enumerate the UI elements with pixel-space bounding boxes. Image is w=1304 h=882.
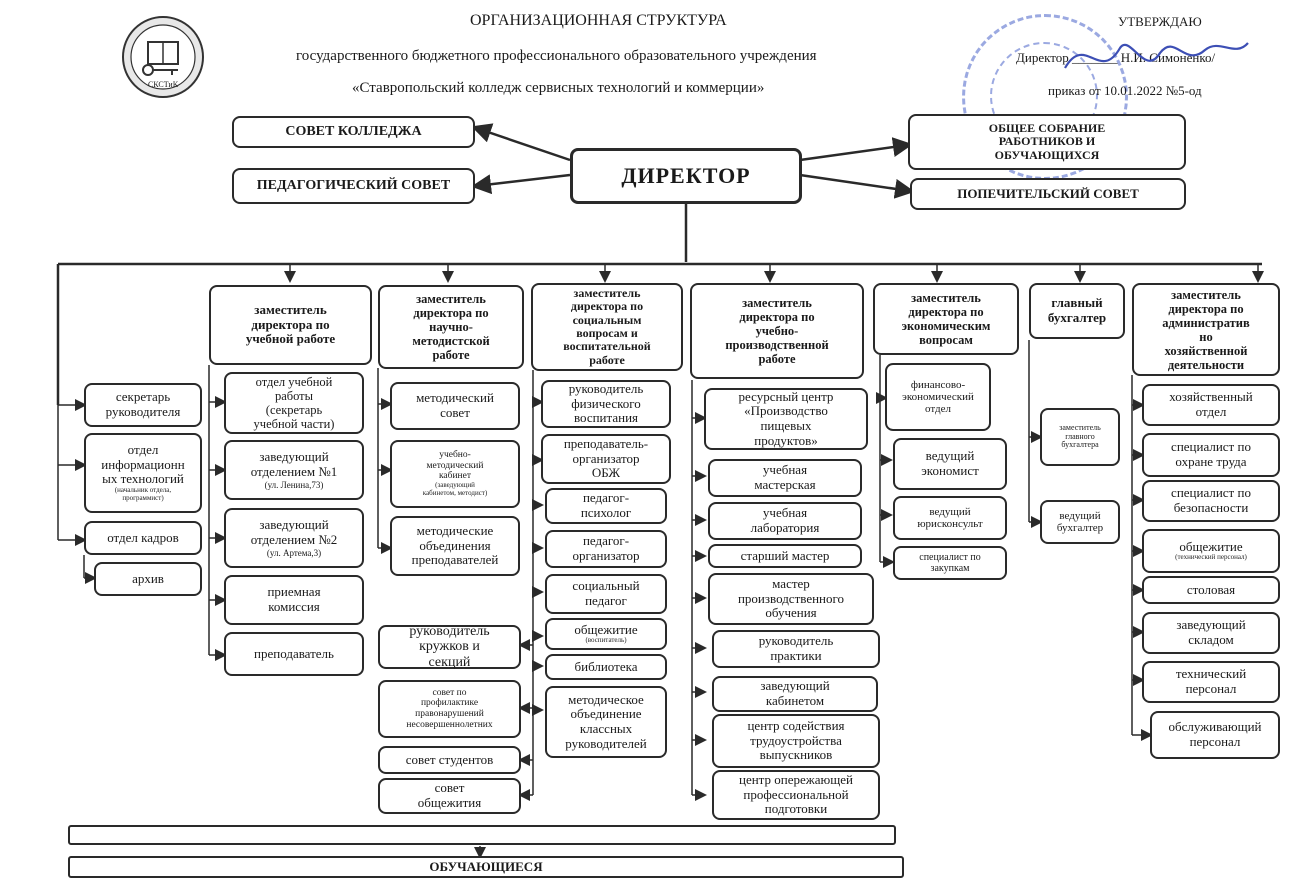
- procurement-specialist-box: специалист по закупкам: [893, 546, 1007, 580]
- department-head-2-label: заведующий отделением №2: [250, 517, 338, 547]
- college-logo: СКСТиК: [120, 14, 206, 100]
- leading-accountant-box: ведущий бухгалтер: [1040, 500, 1120, 544]
- warehouse-head-box: заведующий складом: [1142, 612, 1280, 654]
- department-head-2-box: заведующий отделением №2 (ул. Артема,3): [224, 508, 364, 568]
- methodical-cabinet-box: учебно- методический кабинет (заведующий…: [390, 440, 520, 508]
- library-box: библиотека: [545, 654, 667, 680]
- service-staff-box: обслуживающий персонал: [1150, 711, 1280, 759]
- methodical-associations-box: методические объединения преподавателей: [390, 516, 520, 576]
- advanced-training-center-box: центр опережающей профессиональной подго…: [712, 770, 880, 820]
- leading-economist-box: ведущий экономист: [893, 438, 1007, 490]
- pe-leader-box: руководитель физического воспитания: [541, 380, 671, 428]
- class-teachers-association-box: методическое объединение классных руково…: [545, 686, 667, 758]
- arrow-general-meeting: [799, 137, 913, 162]
- dormitory-council-box: совет общежития: [378, 778, 521, 814]
- technical-staff-box: технический персонал: [1142, 661, 1280, 703]
- approval-title: УТВЕРЖДАЮ: [1118, 14, 1202, 29]
- obzh-teacher-box: преподаватель- организатор ОБЖ: [541, 434, 671, 484]
- dormitory-label: общежитие: [574, 621, 638, 637]
- department-head-1-note: (ул. Ленина,73): [264, 479, 324, 490]
- clubs-leader-box: руководитель кружков и секций: [378, 624, 521, 670]
- prevention-council-box: совет по профилактике правонарушений нес…: [378, 680, 521, 738]
- teacher-box: преподаватель: [224, 632, 364, 676]
- training-workshop-box: учебная мастерская: [708, 459, 862, 497]
- it-department-box: отдел информационн ых технологий (началь…: [84, 433, 202, 513]
- dormitory-educator-box: общежитие (воспитатель): [545, 618, 667, 650]
- students-bar: ОБУЧАЮЩИЕСЯ: [68, 856, 904, 878]
- logo-text: СКСТиК: [147, 80, 179, 89]
- organizer-box: педагог- организатор: [545, 530, 667, 568]
- deputy-administrative-box: заместитель директора по административ н…: [1132, 283, 1280, 376]
- director-signature: [1064, 42, 1249, 69]
- methodical-cabinet-note: (заведующий кабинетом, методист): [422, 481, 488, 497]
- department-head-1-label: заведующий отделением №1: [250, 449, 338, 479]
- trustees-council-box: ПОПЕЧИТЕЛЬСКИЙ СОВЕТ: [910, 178, 1186, 210]
- deputy-accountant-box: заместитель главного бухгалтера: [1040, 408, 1120, 466]
- dormitory-note: (воспитатель): [585, 636, 627, 645]
- deputy-economic-box: заместитель директора по экономическим в…: [873, 283, 1019, 355]
- institution-type: государственного бюджетного профессионал…: [296, 48, 817, 64]
- methodical-council-box: методический совет: [390, 382, 520, 430]
- director-box: ДИРЕКТОР: [570, 148, 802, 204]
- approval-director-line: Директор _______ Н.И. Симоненко/: [1016, 50, 1216, 65]
- deputy-academic-box: заместитель директора по учебной работе: [209, 285, 372, 365]
- household-department-box: хозяйственный отдел: [1142, 384, 1280, 426]
- social-pedagogue-box: социальный педагог: [545, 574, 667, 614]
- admission-committee-box: приемная комиссия: [224, 575, 364, 625]
- institution-name: «Ставропольский колледж сервисных технол…: [352, 80, 765, 96]
- empty-bar: [68, 825, 896, 845]
- practice-leader-box: руководитель практики: [712, 630, 880, 668]
- secretary-box: секретарь руководителя: [84, 383, 202, 427]
- it-department-label: отдел информационн ых технологий: [101, 442, 185, 487]
- dormitory-staff-box: общежитие (технический персонал): [1142, 529, 1280, 573]
- arrow-ped-council: [471, 173, 571, 195]
- security-specialist-box: специалист по безопасности: [1142, 480, 1280, 522]
- senior-master-box: старший мастер: [708, 544, 862, 568]
- deputy-production-box: заместитель директора по учебно- произво…: [690, 283, 864, 379]
- employment-center-box: центр содействия трудоустройства выпускн…: [712, 714, 880, 768]
- it-department-note: (начальник отдела, программист): [114, 485, 172, 502]
- deputy-methodical-box: заместитель директора по научно- методис…: [378, 285, 524, 369]
- general-meeting-box: ОБЩЕЕ СОБРАНИЕ РАБОТНИКОВ И ОБУЧАЮЩИХСЯ: [908, 114, 1186, 170]
- department-head-1-box: заведующий отделением №1 (ул. Ленина,73): [224, 440, 364, 500]
- master-training-box: мастер производственного обучения: [708, 573, 874, 625]
- chief-accountant-box: главный бухгалтер: [1029, 283, 1125, 339]
- canteen-box: столовая: [1142, 576, 1280, 604]
- dormitory-staff-label: общежитие: [1179, 538, 1243, 554]
- methodical-cabinet-label: учебно- методический кабинет: [426, 450, 484, 482]
- psychologist-box: педагог- психолог: [545, 488, 667, 524]
- archive-box: архив: [94, 562, 202, 596]
- financial-department-box: финансово- экономический отдел: [885, 363, 991, 431]
- pedagogical-council-box: ПЕДАГОГИЧЕСКИЙ СОВЕТ: [232, 168, 475, 204]
- student-council-box: совет студентов: [378, 746, 521, 774]
- training-lab-box: учебная лаборатория: [708, 502, 862, 540]
- arrow-trustees: [799, 173, 915, 199]
- approval-order-line: приказ от 10.01.2022 №5-од: [1048, 83, 1202, 98]
- cabinet-head-box: заведующий кабинетом: [712, 676, 878, 712]
- arrow-college-council: [471, 123, 571, 162]
- deputy-social-box: заместитель директора по социальным вопр…: [531, 283, 683, 371]
- academic-department-box: отдел учебной работы (секретарь учебной …: [224, 372, 364, 434]
- college-council-box: СОВЕТ КОЛЛЕДЖА: [232, 116, 475, 148]
- hr-department-box: отдел кадров: [84, 521, 202, 555]
- chart-title: ОРГАНИЗАЦИОННАЯ СТРУКТУРА: [470, 12, 727, 29]
- labor-safety-box: специалист по охране труда: [1142, 433, 1280, 477]
- dormitory-staff-note: (технический персонал): [1175, 553, 1247, 562]
- leading-lawyer-box: ведущий юрисконсульт: [893, 496, 1007, 540]
- resource-center-box: ресурсный центр «Производство пищевых пр…: [704, 388, 868, 450]
- department-head-2-note: (ул. Артема,3): [266, 547, 322, 558]
